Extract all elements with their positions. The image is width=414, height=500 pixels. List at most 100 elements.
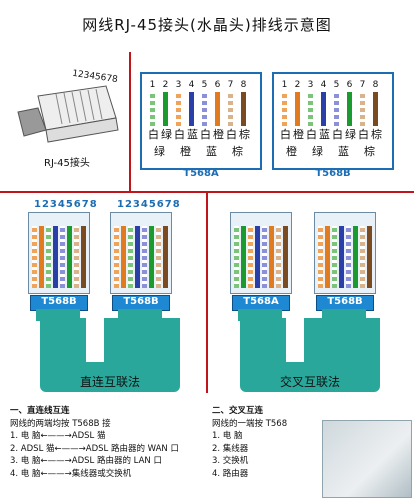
plug-wire bbox=[114, 226, 119, 288]
t568a-label: T568A bbox=[183, 168, 219, 179]
notes-left: 一、直连线互连 网线的两端均按 T568B 接 1. 电 脑←——→ADSL 猫… bbox=[10, 405, 206, 480]
wire-b-3 bbox=[308, 92, 313, 126]
wire-label-2: 蓝 bbox=[338, 145, 349, 158]
plug-wire bbox=[367, 226, 372, 288]
pin-number: 5 bbox=[201, 80, 208, 90]
wire-a-5 bbox=[202, 92, 207, 126]
plug-wire bbox=[60, 226, 65, 288]
plug-wire bbox=[163, 226, 168, 288]
pin-number: 7 bbox=[227, 80, 234, 90]
pin-number: 1 bbox=[281, 80, 288, 90]
wire-label: 棕 bbox=[239, 128, 250, 141]
wire-label: 白 bbox=[358, 128, 369, 141]
connector-caption: RJ-45接头 bbox=[44, 158, 90, 169]
plug-boot bbox=[36, 309, 80, 321]
wire-b-5 bbox=[334, 92, 339, 126]
pin-number: 3 bbox=[307, 80, 314, 90]
wire-b-6 bbox=[347, 92, 352, 126]
pin-number: 4 bbox=[188, 80, 195, 90]
plug-wire bbox=[121, 226, 126, 288]
plug-wire bbox=[156, 226, 161, 288]
rj45-plug bbox=[28, 212, 90, 294]
wire-label: 绿 bbox=[161, 128, 172, 141]
pin-number: 6 bbox=[214, 80, 221, 90]
notes-right-line: 4. 路由器 bbox=[212, 468, 249, 479]
wire-a-1 bbox=[150, 92, 155, 126]
pin-number: 6 bbox=[346, 80, 353, 90]
plug-wire bbox=[67, 226, 72, 288]
pin-number: 2 bbox=[162, 80, 169, 90]
wire-label-2: 橙 bbox=[180, 145, 191, 158]
notes-right: 二、交叉互连 网线的一端按 T568 1. 电 脑 2. 集线器 3. 交换机 … bbox=[212, 405, 408, 480]
pin-number: 4 bbox=[320, 80, 327, 90]
plug-wire bbox=[135, 226, 140, 288]
wire-label: 白 bbox=[200, 128, 211, 141]
pin-number: 2 bbox=[294, 80, 301, 90]
wire-a-4 bbox=[189, 92, 194, 126]
vertical-divider-bottom bbox=[206, 193, 208, 393]
wire-a-7 bbox=[228, 92, 233, 126]
wire-label: 蓝 bbox=[319, 128, 330, 141]
plug-wire bbox=[46, 226, 51, 288]
plug-wire bbox=[81, 226, 86, 288]
plug-wire bbox=[53, 226, 58, 288]
wire-b-8 bbox=[373, 92, 378, 126]
plug-wire bbox=[276, 226, 281, 288]
t568b-label: T568B bbox=[315, 168, 351, 179]
notes-left-line: 3. 电 脑←——→ADSL 路由器的 LAN 口 bbox=[10, 456, 162, 466]
plug-wire bbox=[339, 226, 344, 288]
device-photo bbox=[322, 420, 412, 498]
plug-wire bbox=[255, 226, 260, 288]
pin-number: 3 bbox=[175, 80, 182, 90]
notes-left-line: 网线的两端均按 T568B 接 bbox=[10, 418, 111, 429]
pin-number: 7 bbox=[359, 80, 366, 90]
wire-label-2: 棕 bbox=[232, 145, 243, 158]
wire-label: 白 bbox=[174, 128, 185, 141]
wire-b-2 bbox=[295, 92, 300, 126]
plug-wire bbox=[74, 226, 79, 288]
pin-number: 1 bbox=[149, 80, 156, 90]
plug-wire bbox=[149, 226, 154, 288]
notes-right-heading: 二、交叉互连 bbox=[212, 406, 264, 416]
wire-b-1 bbox=[282, 92, 287, 126]
plug-wire bbox=[269, 226, 274, 288]
plug-wire bbox=[353, 226, 358, 288]
plug-boot bbox=[118, 309, 162, 321]
rj45-plug bbox=[230, 212, 292, 294]
plug-wire bbox=[142, 226, 147, 288]
wire-label: 蓝 bbox=[187, 128, 198, 141]
plug-wire bbox=[39, 226, 44, 288]
notes-left-line: 1. 电 脑←——→ADSL 猫 bbox=[10, 431, 106, 441]
wire-label-2: 棕 bbox=[364, 145, 375, 158]
plug-wire bbox=[32, 226, 37, 288]
wire-a-3 bbox=[176, 92, 181, 126]
plug-wire bbox=[283, 226, 288, 288]
pin-number: 8 bbox=[372, 80, 379, 90]
plug-wire bbox=[234, 226, 239, 288]
pin-number: 5 bbox=[333, 80, 340, 90]
notes-left-heading: 一、直连线互连 bbox=[10, 406, 70, 416]
left-cable-gap bbox=[86, 318, 104, 362]
notes-right-line: 2. 集线器 bbox=[212, 443, 249, 454]
notes-right-line: 1. 电 脑 bbox=[212, 431, 243, 441]
plug-boot bbox=[238, 309, 282, 321]
wire-label: 绿 bbox=[345, 128, 356, 141]
right-cable bbox=[240, 318, 380, 392]
horizontal-divider bbox=[0, 191, 414, 193]
notes-left-line: 2. ADSL 猫←——→ADSL 路由器的 WAN 口 bbox=[10, 443, 179, 454]
wire-b-7 bbox=[360, 92, 365, 126]
notes-right-line: 网线的一端按 T568 bbox=[212, 418, 288, 429]
notes-right-line: 3. 交换机 bbox=[212, 456, 249, 466]
pin-number: 8 bbox=[240, 80, 247, 90]
plug-wire bbox=[325, 226, 330, 288]
wire-label: 橙 bbox=[213, 128, 224, 141]
right-cable-gap bbox=[286, 318, 304, 362]
wire-a-6 bbox=[215, 92, 220, 126]
wire-label: 白 bbox=[226, 128, 237, 141]
plug-wire bbox=[360, 226, 365, 288]
plug-wire bbox=[346, 226, 351, 288]
rj45-plug bbox=[314, 212, 376, 294]
wire-label: 白 bbox=[332, 128, 343, 141]
notes-left-line: 4. 电 脑←——→集线器或交换机 bbox=[10, 468, 132, 479]
left-pins-label-2: 12345678 bbox=[117, 199, 181, 210]
